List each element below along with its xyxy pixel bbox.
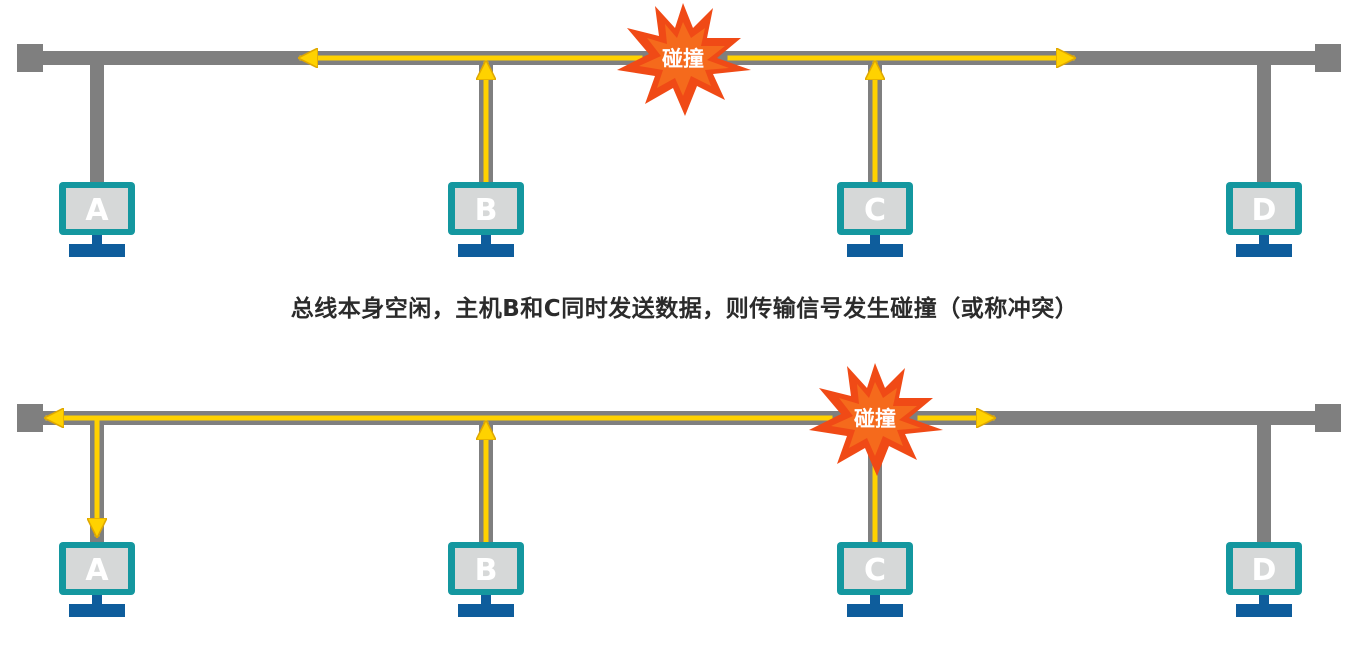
host-c-1: C xyxy=(837,182,913,257)
collision-label-1: 碰撞 xyxy=(662,47,704,71)
monitor-neck xyxy=(92,235,102,244)
collision-burst-1: 碰撞 xyxy=(617,3,751,116)
signal-c-2 xyxy=(872,418,992,543)
host-d-1: D xyxy=(1226,182,1302,257)
bus-terminator-right xyxy=(1315,44,1341,72)
bus-terminator-right xyxy=(1315,404,1341,432)
collision-label-2: 碰撞 xyxy=(854,407,896,431)
drop-line-d xyxy=(1257,425,1271,543)
host-c-2: C xyxy=(837,542,913,617)
monitor-screen xyxy=(66,188,128,229)
host-label-a: A xyxy=(85,193,109,228)
host-label-b: B xyxy=(475,193,498,228)
host-b-2: B xyxy=(448,542,524,617)
host-a-1: A xyxy=(59,182,135,257)
host-b-1: B xyxy=(448,182,524,257)
host-label-a: A xyxy=(85,553,109,588)
signal-b-2 xyxy=(48,418,833,543)
bus-terminator-left xyxy=(17,404,43,432)
host-label-b: B xyxy=(475,553,498,588)
host-label-d: D xyxy=(1252,193,1277,228)
collision-burst-2: 碰撞 xyxy=(809,363,943,476)
scenario-1: 碰撞 A B C D xyxy=(17,3,1341,257)
monitor-base xyxy=(69,244,125,257)
drop-line-d xyxy=(1257,65,1271,183)
scenario-2: 碰撞 A B C D xyxy=(17,363,1341,617)
host-a-2: A xyxy=(59,542,135,617)
signal-b-1 xyxy=(302,58,643,183)
bus-terminator-left xyxy=(17,44,43,72)
drop-line-a xyxy=(90,65,104,183)
host-label-d: D xyxy=(1252,553,1277,588)
signal-c-1 xyxy=(727,58,1072,183)
host-d-2: D xyxy=(1226,542,1302,617)
host-label-c: C xyxy=(864,193,886,228)
host-label-c: C xyxy=(864,553,886,588)
diagram-caption: 总线本身空闲，主机B和C同时发送数据，则传输信号发生碰撞（或称冲突） xyxy=(290,296,1079,322)
